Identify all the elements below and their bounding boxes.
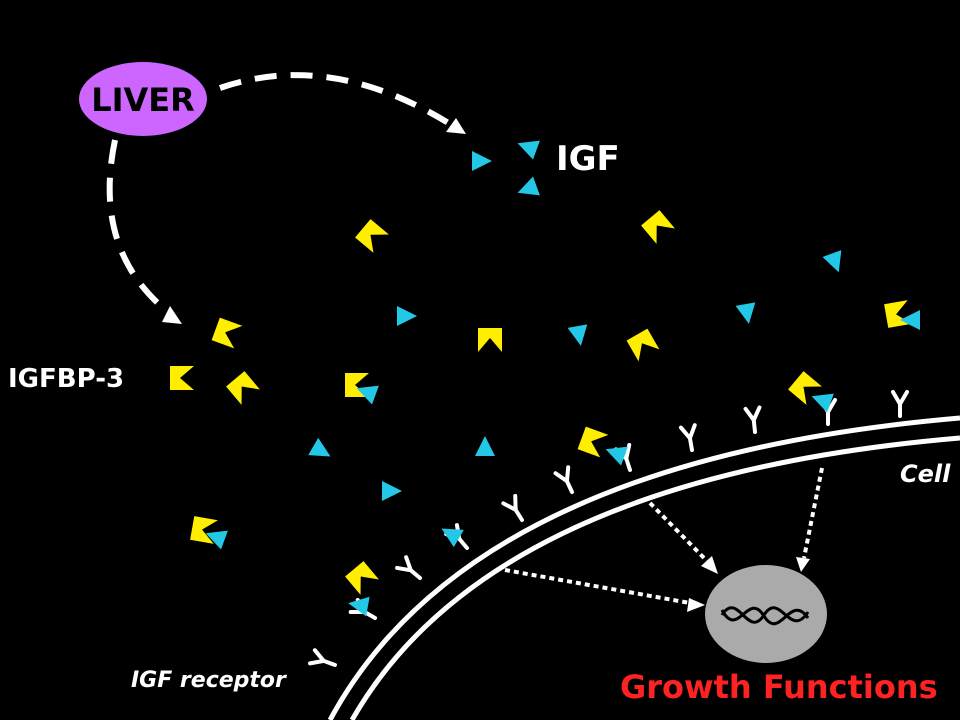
igf-triangle-icon	[472, 151, 492, 171]
liver-to-igfbp3-arrow	[106, 139, 182, 324]
igfbp3-notched-square-icon	[626, 328, 660, 362]
igf-triangle-icon	[735, 302, 756, 324]
nucleus	[705, 565, 827, 663]
igfbp3-label: IGFBP-3	[8, 364, 124, 394]
liver-organ	[79, 62, 207, 136]
igfbp3-notched-square-icon	[345, 561, 379, 595]
y-receptor-icon	[308, 648, 337, 667]
igfbp3-molecules	[170, 210, 912, 595]
igf-triangle-icon	[517, 140, 540, 160]
igfbp3-notched-square-icon	[170, 366, 194, 390]
liver-label: LIVER	[91, 81, 195, 119]
igf-molecules	[205, 140, 920, 617]
y-receptor-icon	[891, 390, 909, 418]
igf-triangle-icon	[356, 385, 379, 405]
growth-functions-label: Growth Functions	[620, 668, 938, 706]
igf-triangle-icon	[900, 310, 920, 330]
igfbp3-notched-square-icon	[355, 219, 389, 253]
igf-label: IGF	[556, 139, 620, 179]
igfbp3-notched-square-icon	[190, 516, 218, 544]
y-receptor-icon	[501, 493, 524, 522]
y-receptor-icon	[395, 555, 422, 580]
igfbp3-notched-square-icon	[345, 373, 369, 397]
cell-membrane-outer	[327, 415, 960, 720]
igfbp3-notched-square-icon	[788, 371, 822, 405]
igf-triangle-icon	[811, 393, 834, 413]
igfbp3-notched-square-icon	[577, 426, 609, 458]
igf-triangle-icon	[605, 446, 628, 466]
igf-receptor-label: IGF receptor	[131, 668, 287, 693]
igf-triangle-icon	[441, 528, 464, 548]
igfbp3-notched-square-icon	[641, 210, 675, 244]
igf-triangle-icon	[205, 530, 228, 550]
igf-triangle-icon	[567, 324, 588, 346]
igfbp3-notched-square-icon	[478, 328, 502, 352]
cell-membrane-inner	[349, 435, 960, 720]
igf-triangle-icon	[348, 596, 370, 617]
nucleus-arrowheads	[687, 556, 810, 612]
igf-triangle-icon	[822, 250, 842, 273]
igfbp3-notched-square-icon	[226, 371, 260, 405]
liver-to-igf-arrow	[219, 72, 466, 134]
igf-triangle-icon	[382, 481, 402, 501]
igf-triangle-icon	[475, 436, 495, 456]
receptor-to-nucleus-arrows	[504, 467, 824, 605]
y-receptor-icon	[743, 405, 762, 434]
igf-triangle-icon	[397, 306, 417, 326]
igfbp3-notched-square-icon	[211, 317, 243, 349]
y-receptor-icon	[553, 465, 574, 494]
dna-helix-icon	[720, 606, 810, 626]
y-receptor-icon	[678, 423, 697, 452]
igf-triangle-icon	[517, 176, 540, 196]
cell-label: Cell	[900, 460, 951, 488]
igf-triangle-icon	[308, 437, 331, 457]
